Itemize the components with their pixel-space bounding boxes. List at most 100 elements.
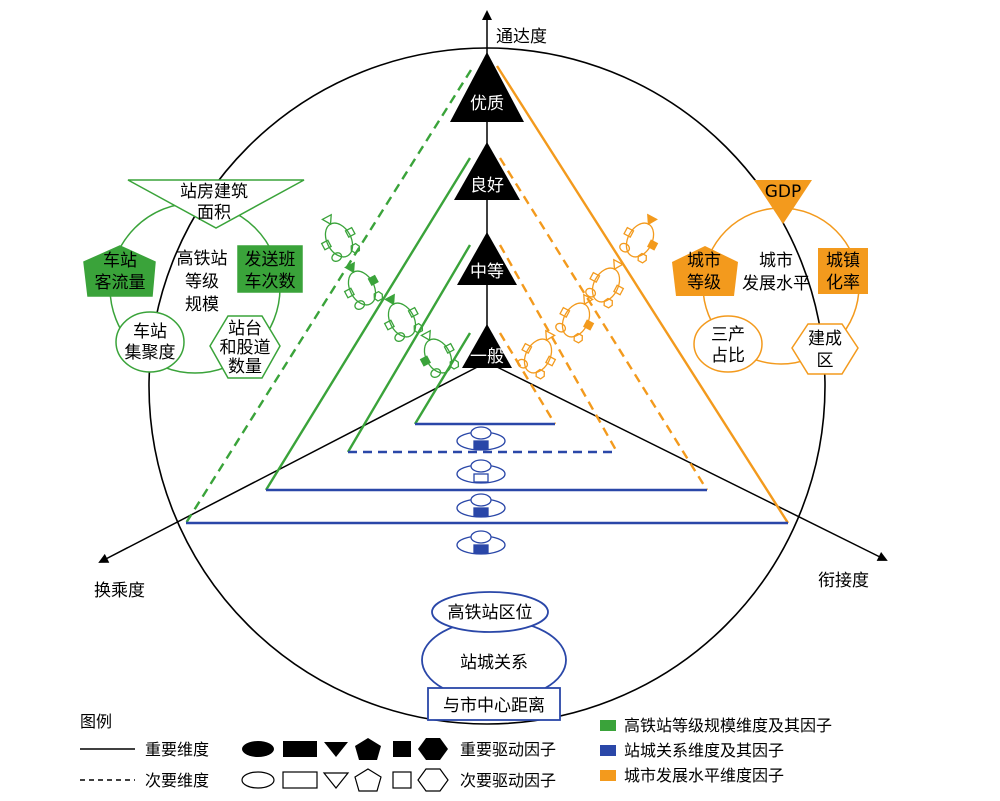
orange-pentagon-city-grade [672, 246, 738, 296]
legend-filled-rect [283, 741, 317, 757]
green-mini-cluster-3 [383, 293, 424, 342]
orange-right-line2: 化率 [826, 273, 860, 293]
legend-solid-label: 重要维度 [145, 740, 209, 759]
green-square-train-count [237, 245, 303, 293]
orange-line-good [498, 157, 709, 491]
orange-top-label: GDP [765, 182, 802, 202]
level-triangle-excellent [450, 52, 524, 122]
legend-filled-triangle [324, 742, 348, 757]
orange-triangle-gdp [754, 180, 812, 224]
level-label-medium: 中等 [470, 262, 504, 282]
axis-right-line [486, 361, 888, 561]
orange-mini-cluster-4 [517, 329, 557, 380]
green-pentagon-passenger-flow [83, 245, 156, 297]
green-cluster: 站房建筑 面积 高铁站 等级 规模 车站 客流量 发送班 车次数 车站 集聚度 … [83, 179, 305, 379]
orange-cluster: GDP 城市 发展水平 城市 等级 城镇 化率 三产 占比 建成 区 [672, 180, 868, 375]
orange-ellipse-tertiary-share [693, 315, 763, 373]
axis-right-label: 衔接度 [818, 571, 869, 591]
orange-center-line1: 城市 [759, 251, 793, 271]
green-line-medium [346, 244, 472, 453]
legend-title: 图例 [80, 712, 112, 731]
orange-mini-cluster-2 [585, 258, 625, 309]
legend-hollow-square [392, 771, 412, 789]
legend-hollow-rect [282, 771, 318, 789]
axis-top-label: 通达度 [496, 27, 547, 47]
legend-filled-square [393, 741, 411, 757]
legend-hollow-hexagon [417, 768, 449, 792]
green-dimension-lines [184, 69, 473, 524]
blue-mini-icons [456, 426, 506, 555]
legend-dashed-label: 次要维度 [145, 771, 209, 790]
level-label-good: 良好 [470, 176, 504, 196]
legend-blue-label: 站城关系维度及其因子 [624, 741, 784, 760]
blue-mini-icon-2 [456, 459, 506, 484]
green-mini-clusters [320, 213, 460, 378]
orange-dimension-lines [495, 65, 790, 524]
legend-hollow-shapes [241, 768, 449, 792]
legend-green-swatch [600, 720, 616, 731]
level-triangle-general [462, 324, 512, 368]
green-left-line1: 车站 [103, 251, 137, 271]
green-bottom-right-line3: 数量 [228, 357, 262, 377]
green-bottom-right-line2: 和股道 [220, 338, 271, 358]
orange-right-line1: 城镇 [826, 251, 860, 271]
legend-filled-shapes [242, 738, 448, 760]
orange-left-line2: 等级 [687, 273, 721, 293]
legend-green-label: 高铁站等级规模维度及其因子 [624, 716, 832, 735]
green-left-line2: 客流量 [95, 273, 146, 293]
green-right-line2: 车次数 [245, 272, 296, 292]
green-line-excellent [184, 69, 473, 524]
level-triangle-good [454, 142, 520, 200]
blue-dimension-lines [186, 422, 788, 525]
green-line-good [264, 157, 472, 491]
orange-mini-cluster-3 [555, 293, 595, 344]
blue-rect-distance [427, 687, 561, 721]
green-mini-cluster-1 [320, 213, 361, 262]
green-top-line1: 站房建筑 [180, 182, 248, 202]
legend-orange-label: 城市发展水平维度因子 [624, 766, 784, 785]
green-hexagon-platforms [209, 315, 281, 379]
green-bottom-left-line1: 车站 [133, 322, 167, 342]
orange-mini-clusters [517, 213, 659, 380]
orange-line-excellent [495, 65, 790, 524]
blue-cluster: 高铁站区位 站城关系 与市中心距离 [421, 591, 567, 721]
legend-filled-hexagon [418, 738, 448, 760]
legend-hollow-triangle [322, 772, 350, 789]
orange-bottom-left-line1: 三产 [711, 325, 745, 345]
orange-line-general [498, 332, 557, 425]
axis-left-label: 换乘度 [94, 581, 145, 601]
blue-bottom-label: 与市中心距离 [443, 696, 545, 716]
green-bottom-right-line1: 站台 [228, 319, 262, 339]
green-center-line2: 等级 [185, 272, 219, 292]
orange-mini-cluster-1 [619, 213, 659, 264]
green-top-line2: 面积 [197, 203, 231, 223]
green-ellipse-agglomeration [115, 311, 185, 373]
legend-orange-swatch [600, 770, 616, 781]
orange-left-line1: 城市 [687, 251, 721, 271]
green-center-line3: 规模 [185, 295, 219, 315]
green-center-line1: 高铁站 [177, 249, 228, 269]
legend-filled-pentagon [355, 738, 381, 760]
blue-ellipse-location [431, 591, 549, 633]
green-mini-cluster-4 [419, 329, 460, 378]
orange-bottom-right-line2: 区 [817, 351, 834, 371]
orange-line-medium [498, 244, 619, 453]
legend-blue-swatch [600, 745, 616, 756]
legend-hollow-ellipse [241, 771, 275, 789]
orange-bottom-right-line1: 建成 [808, 329, 842, 349]
blue-mini-icon-3 [456, 493, 506, 518]
blue-top-label: 高铁站区位 [448, 603, 533, 623]
green-line-general [413, 332, 472, 425]
orange-square-urbanization [818, 248, 868, 294]
orange-center-line2: 发展水平 [742, 274, 810, 294]
level-triangle-medium [457, 232, 517, 285]
blue-center-label: 站城关系 [460, 653, 528, 673]
legend: 图例 重要维度 次要维度 重要驱动因子 次要驱动因子 高铁站等级规模维度及其因子 [80, 712, 832, 792]
green-bottom-left-line2: 集聚度 [125, 343, 176, 363]
legend-filled-ellipse [242, 741, 274, 757]
green-mini-cluster-2 [343, 261, 384, 310]
blue-mini-icon-1 [456, 426, 506, 451]
level-label-general: 一般 [470, 347, 504, 367]
legend-hollow-label: 次要驱动因子 [460, 771, 556, 790]
level-markers: 优质 良好 中等 一般 [450, 52, 524, 368]
